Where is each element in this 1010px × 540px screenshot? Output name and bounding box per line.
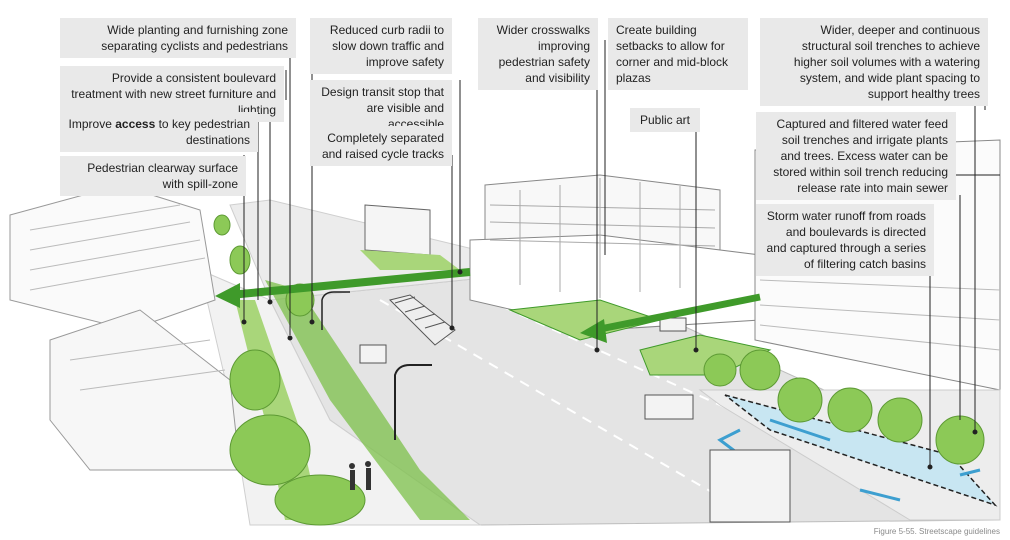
street-light (321, 291, 350, 330)
figure-caption: Figure 5-55. Streetscape guidelines (873, 527, 1000, 536)
label-access-post: to key pedestrian destinations (155, 117, 250, 147)
label-crosswalks: Wider crosswalks improving pedestrian sa… (478, 18, 598, 90)
car (659, 317, 687, 332)
label-access-bold: access (115, 117, 156, 131)
car (359, 344, 387, 364)
label-cycle-tracks: Completely separated and raised cycle tr… (310, 126, 452, 166)
left-building-roof-2 (49, 309, 241, 471)
soil-trench (724, 394, 998, 507)
cycle-track (265, 280, 470, 520)
label-curb-radii: Reduced curb radii to slow down traffic … (310, 18, 452, 74)
transit-shelter (389, 294, 456, 346)
street-light (394, 364, 432, 440)
shelter-ribs (394, 296, 446, 329)
label-access-pre: Improve (68, 117, 116, 131)
label-public-art: Public art (630, 108, 700, 132)
roof-hatching (29, 204, 226, 391)
label-storm-water: Storm water runoff from roads and boulev… (756, 204, 934, 276)
far-building (364, 204, 431, 256)
label-access: Improve access to key pedestrian destina… (60, 112, 258, 152)
label-clearway: Pedestrian clearway surface with spill-z… (60, 156, 246, 196)
label-filtered-water: Captured and filtered water feed soil tr… (756, 112, 956, 200)
label-planting-zone: Wide planting and furnishing zone separa… (60, 18, 296, 58)
label-setbacks: Create building setbacks to allow for co… (608, 18, 748, 90)
left-building-roof (9, 184, 216, 331)
center-building-windows (489, 178, 716, 298)
far-plaza (360, 250, 460, 270)
pedestrians (349, 461, 371, 490)
van (709, 449, 791, 523)
label-soil-trenches: Wider, deeper and continuous structural … (760, 18, 988, 106)
car (644, 394, 694, 420)
trees-right (703, 349, 985, 465)
